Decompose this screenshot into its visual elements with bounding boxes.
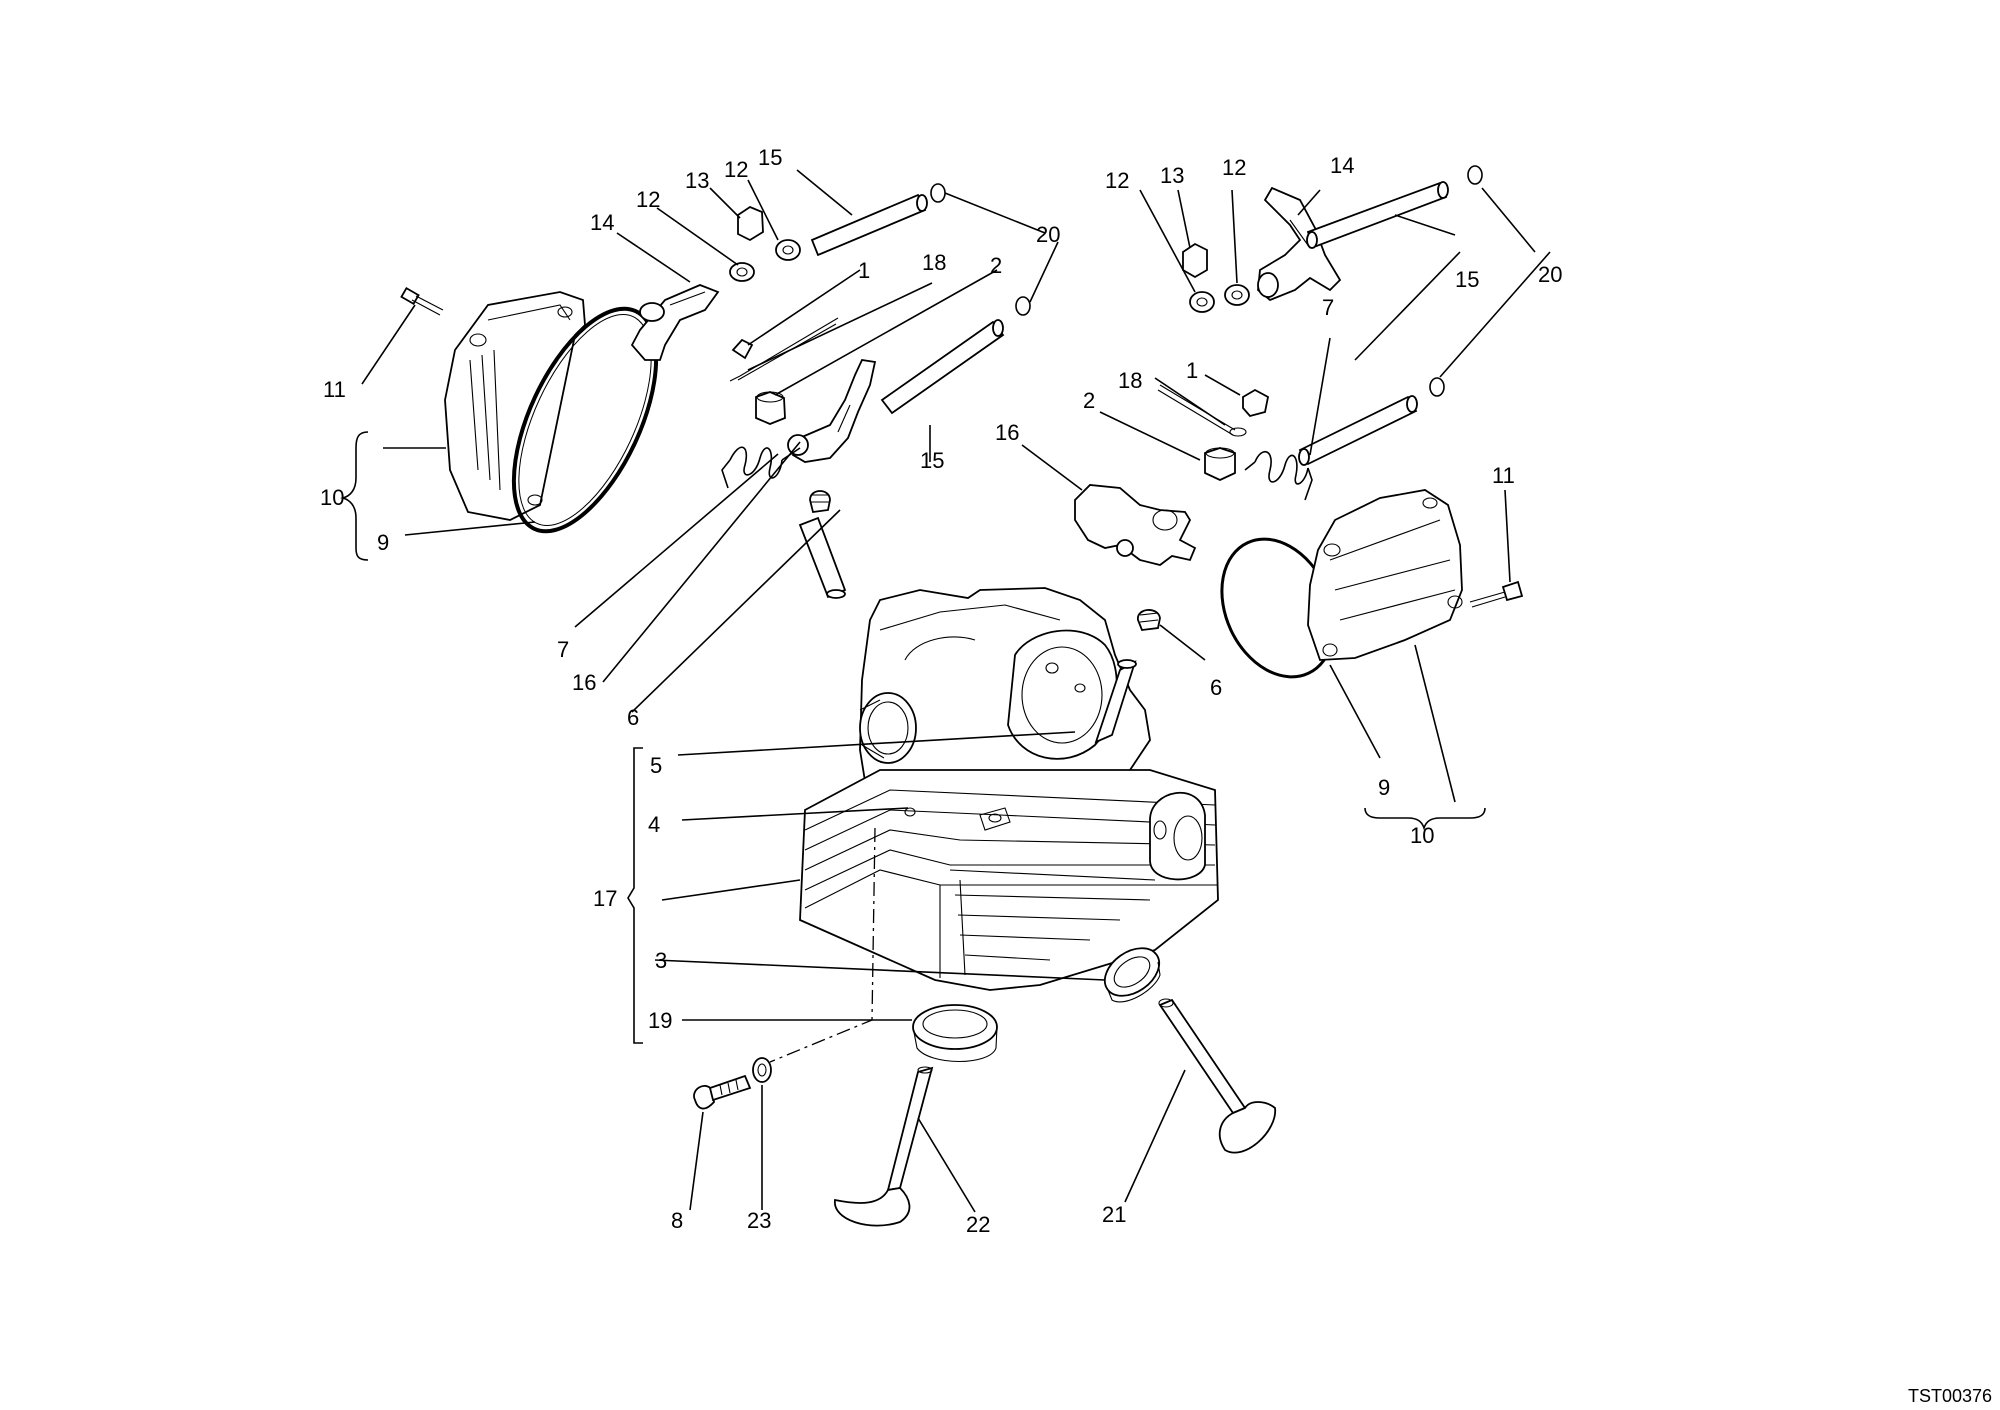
left-valve-guide-6: [798, 490, 847, 599]
washer-23: [752, 1057, 772, 1083]
callout-18-left: 18: [922, 250, 946, 275]
callout-10-right: 10: [1410, 823, 1434, 848]
right-rocker-arm-upper: [1257, 186, 1342, 302]
callout-9-left: 9: [377, 530, 389, 555]
right-circlip-lower: [1429, 377, 1445, 397]
left-shim-12b: [775, 239, 801, 261]
callout-23: 23: [747, 1208, 771, 1233]
callout-9-right: 9: [1378, 775, 1390, 800]
callout-2-right: 2: [1083, 388, 1095, 413]
left-rocker-shaft-lower: [880, 319, 1005, 415]
leader-lines: [340, 169, 1551, 1213]
callout-15-right: 15: [1455, 267, 1479, 292]
callout-18-right: 18: [1118, 368, 1142, 393]
right-cover-screw: [1469, 580, 1524, 608]
callout-16-right: 16: [995, 420, 1019, 445]
left-circlip-upper: [930, 183, 946, 203]
right-shim-12b: [1224, 284, 1250, 306]
callout-6-right: 6: [1210, 675, 1222, 700]
callout-6-left: 6: [627, 705, 639, 730]
left-rocker-shaft-upper: [810, 193, 928, 257]
callout-8: 8: [671, 1208, 683, 1233]
callout-2-left: 2: [990, 253, 1002, 278]
screw-8: [693, 1074, 752, 1110]
right-shim-12a: [1189, 291, 1215, 313]
callout-22: 22: [966, 1212, 990, 1237]
callout-15-left-top: 15: [758, 145, 782, 170]
callout-11-right: 11: [1492, 463, 1515, 488]
cylinder-head: [799, 587, 1219, 991]
callout-11-left: 11: [323, 377, 346, 402]
left-cover-screw: [400, 286, 444, 316]
valve-seat-3: [1103, 947, 1161, 1003]
right-collet-1: [1242, 388, 1270, 418]
left-rocker-arm-lower: [787, 359, 877, 463]
callout-19: 19: [648, 1008, 672, 1033]
callout-10-left: 10: [320, 485, 344, 510]
left-adjuster-2: [755, 391, 786, 425]
callout-16-left: 16: [572, 670, 596, 695]
callout-4: 4: [648, 812, 660, 837]
callout-13-right: 13: [1160, 163, 1184, 188]
right-valve-guide-6: [1094, 609, 1161, 744]
callout-13-left: 13: [685, 168, 709, 193]
callout-12-left-b: 12: [636, 187, 660, 212]
left-rocker-arm-upper: [630, 284, 720, 361]
exhaust-valve-21: [1158, 998, 1276, 1154]
callout-14-right: 14: [1330, 153, 1354, 178]
callout-3: 3: [655, 948, 667, 973]
callout-5: 5: [650, 753, 662, 778]
intake-valve-22: [834, 1066, 934, 1227]
callout-12-right-a: 12: [1105, 168, 1129, 193]
callout-1-right: 1: [1186, 358, 1198, 383]
right-inspection-cover: [1307, 489, 1463, 661]
right-circlip-upper: [1467, 165, 1483, 185]
callout-7-right: 7: [1322, 295, 1334, 320]
left-inspection-cover: [444, 291, 586, 521]
left-nut-13: [737, 205, 764, 242]
callout-12-right-b: 12: [1222, 155, 1246, 180]
callout-17: 17: [593, 886, 617, 911]
right-spring-16: [1244, 450, 1313, 501]
right-rocker-arm-lower: [1074, 484, 1197, 566]
callout-7-left: 7: [557, 637, 569, 662]
callout-20-left: 20: [1036, 222, 1060, 247]
left-cover-o-ring: [511, 306, 659, 534]
callout-12-left-a: 12: [724, 157, 748, 182]
right-adjuster-2: [1204, 447, 1236, 481]
right-nut-13: [1182, 242, 1208, 279]
left-circlip-lower: [1015, 296, 1031, 316]
left-shim-12a: [729, 262, 755, 282]
valve-seat-19: [912, 1004, 998, 1062]
callout-14-left: 14: [590, 210, 614, 235]
callout-21: 21: [1102, 1202, 1126, 1227]
callout-20-right: 20: [1538, 262, 1562, 287]
drawing-code: TST00376: [1908, 1386, 1992, 1406]
callout-labels: 13 12 15 12 14 1 18 2 20 11 15 10 9 7 16…: [320, 145, 1562, 1237]
right-rocker-shaft-upper: [1306, 181, 1449, 249]
callout-1-left: 1: [858, 258, 870, 283]
right-rocker-shaft-lower: [1298, 395, 1418, 466]
left-collet-1: [731, 338, 754, 360]
callout-15-left-mid: 15: [920, 448, 944, 473]
